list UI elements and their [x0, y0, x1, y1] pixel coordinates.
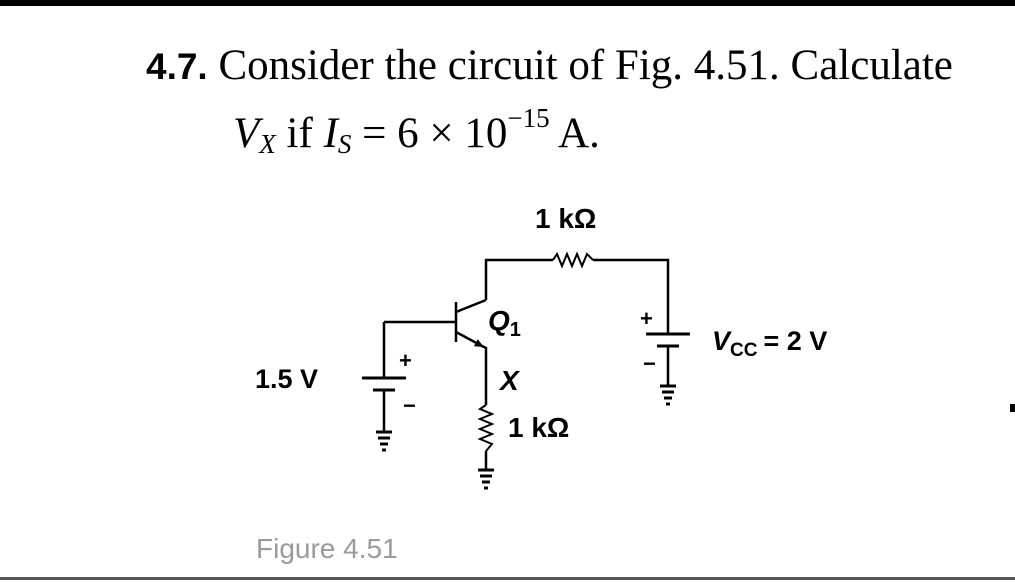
unit: A. [558, 110, 600, 157]
top-wire [484, 258, 670, 334]
problem-statement-line-1: 4.7. Consider the circuit of Fig. 4.51. … [146, 42, 953, 91]
vcc-label-value: = 2 V [763, 326, 827, 356]
is-subscript: S [337, 129, 352, 159]
if-word: if [286, 110, 313, 157]
is-variable: I [323, 110, 338, 157]
base-battery [362, 376, 406, 432]
top-resistor [552, 251, 594, 269]
problem-text: Consider the circuit of Fig. 4.51. Calcu… [218, 42, 953, 89]
vcc-label-sub: CC [730, 340, 758, 361]
transistor-label: Q1 [488, 305, 521, 341]
base-plus-sign: + [399, 348, 412, 373]
figure-caption: Figure 4.51 [256, 533, 398, 564]
problem-number: 4.7. [146, 46, 208, 87]
bottom-border [0, 577, 1015, 580]
problem-statement-line-2: VX if IS = 6 × 10−15 A. [233, 94, 600, 168]
emitter-resistor-label: 1 kΩ [508, 412, 569, 443]
transistor-label-sub: 1 [510, 319, 521, 341]
vcc-battery [646, 332, 690, 386]
transistor-q1 [384, 298, 487, 348]
vcc-label-v: V [712, 326, 732, 356]
vcc-ground-icon [660, 384, 676, 406]
emitter-resistor [477, 404, 495, 452]
top-border [0, 0, 1015, 6]
vcc-plus-sign: + [640, 306, 653, 331]
equation-middle: = 6 × 10 [362, 110, 508, 157]
top-resistor-label: 1 kΩ [535, 203, 596, 234]
emitter-wire [481, 344, 488, 470]
exponent: −15 [507, 103, 550, 133]
base-source-label: 1.5 V [255, 364, 318, 394]
base-minus-sign: − [403, 393, 416, 418]
transistor-label-q: Q [488, 305, 510, 336]
right-edge-mark [1010, 404, 1015, 412]
vcc-label: VCC= 2 V [712, 326, 827, 361]
node-x-label: X [498, 365, 521, 396]
vcc-minus-sign: − [643, 351, 656, 376]
base-ground-icon [376, 430, 392, 452]
vx-subscript: X [259, 129, 276, 159]
vx-variable: V [233, 110, 260, 157]
emitter-ground-icon [478, 468, 494, 490]
